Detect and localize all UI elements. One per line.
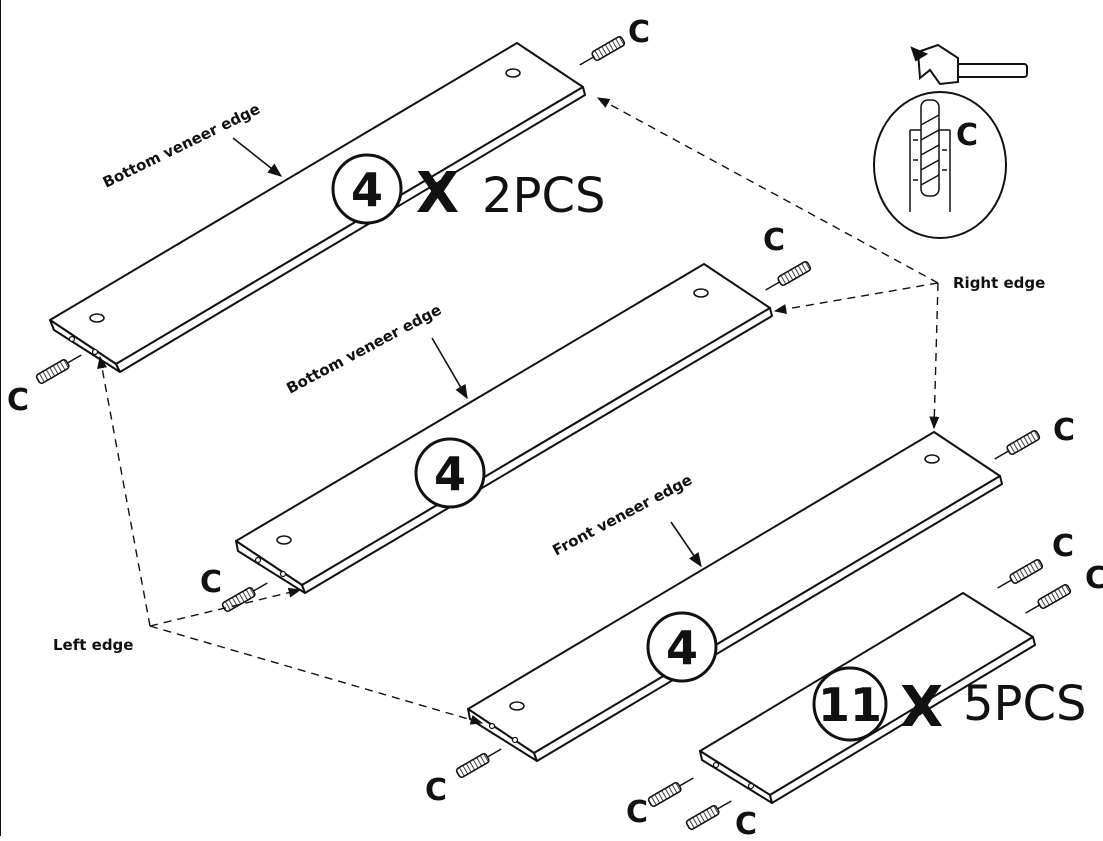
dowel	[997, 559, 1044, 589]
board-a	[49, 42, 586, 373]
quantity-a: 2PCS	[482, 168, 605, 224]
dowel-letter: C	[1085, 561, 1103, 596]
part-label-d: 11 X 5PCS	[812, 666, 1086, 742]
part-number-a: 4	[351, 163, 383, 217]
bottom-veneer-edge-label-2: Bottom veneer edge	[283, 301, 444, 398]
part-label-a: 4 X 2PCS	[331, 153, 605, 226]
dashed-leaders	[97, 97, 940, 725]
right-edge-label: Right edge	[953, 274, 1045, 292]
dowel	[221, 582, 268, 612]
dowel	[35, 354, 82, 384]
part-number-d: 11	[818, 678, 882, 732]
dowel-letter: C	[628, 15, 650, 50]
hammer-inset: C	[873, 43, 1028, 239]
dowel-letter: C	[200, 565, 222, 600]
front-veneer-edge-label: Front veneer edge	[549, 471, 695, 560]
left-edge-label: Left edge	[53, 636, 133, 654]
dowel	[647, 777, 694, 807]
dowel	[455, 748, 502, 778]
board-c	[467, 431, 1003, 762]
bottom-veneer-edge-label-1: Bottom veneer edge	[100, 100, 263, 192]
dowel-icon	[909, 99, 951, 212]
dowel-labels: C C C C C C C C C C	[7, 15, 1103, 841]
dowel-letter: C	[1053, 413, 1075, 448]
quantity-d: 5PCS	[963, 676, 1086, 732]
dowel	[1025, 584, 1072, 614]
part-label-b: 4	[414, 437, 486, 509]
dowel-letter: C	[1052, 529, 1074, 564]
inset-letter: C	[956, 118, 978, 153]
dowel-letter: C	[7, 383, 29, 418]
board-b	[235, 263, 773, 594]
dowel-letter: C	[425, 773, 447, 808]
dowel-letter: C	[626, 795, 648, 830]
part-number-b: 4	[434, 447, 466, 501]
dowel	[994, 430, 1041, 460]
dowel-letter: C	[763, 223, 785, 258]
part-number-c: 4	[666, 621, 698, 675]
dowel	[579, 36, 626, 66]
label-arrows	[232, 137, 702, 568]
dowel	[685, 800, 732, 830]
multiplier-d: X	[900, 675, 943, 740]
dowel	[765, 261, 812, 291]
dowel-letter: C	[735, 807, 757, 836]
dowels	[35, 36, 1072, 830]
part-label-c: 4	[646, 611, 718, 683]
hammer-icon	[910, 43, 1028, 86]
multiplier-a: X	[416, 161, 459, 226]
